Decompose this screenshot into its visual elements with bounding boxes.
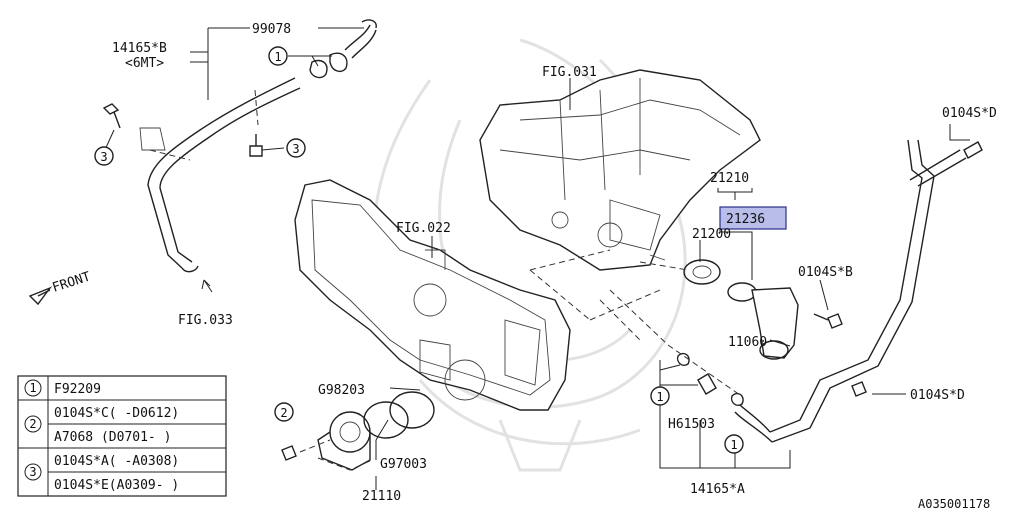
diagram-id: A035001178 [918, 497, 990, 511]
part-label-21200[interactable]: 21200 [692, 227, 731, 242]
part-label-h61503[interactable]: H61503 [668, 417, 715, 432]
fig-ref-033[interactable]: FIG.033 [178, 313, 233, 328]
legend-part-0104s-e: 0104S*E(A0309- ) [54, 478, 179, 493]
legend-row-3[interactable]: 3 0104S*A( -A0308) 0104S*E(A0309- ) [24, 454, 179, 493]
callout-1-hose-right: 1 [724, 434, 744, 454]
leader-lines [103, 27, 970, 490]
part-label-0104s-b[interactable]: 0104S*B [798, 265, 853, 280]
svg-text:3: 3 [292, 142, 299, 156]
legend-part-a7068: A7068 (D0701- ) [54, 430, 171, 445]
part-label-g98203[interactable]: G98203 [318, 383, 365, 398]
legend-ref-2: 2 [29, 417, 36, 431]
legend-row-2[interactable]: 2 0104S*C( -D0612) A7068 (D0701- ) [24, 406, 179, 445]
part-label-21210[interactable]: 21210 [710, 171, 749, 186]
part-label-14165-b[interactable]: 14165*B [112, 41, 167, 56]
part-label-99078[interactable]: 99078 [252, 22, 291, 37]
engine-block [479, 69, 761, 271]
callout-3-center: 3 [286, 138, 306, 158]
svg-text:2: 2 [280, 406, 287, 420]
front-direction-arrow: FRONT [28, 269, 93, 306]
fig-ref-031[interactable]: FIG.031 [542, 65, 597, 80]
part-label-21110[interactable]: 21110 [362, 489, 401, 504]
svg-text:1: 1 [730, 438, 737, 452]
heater-pipe-assembly [102, 19, 377, 273]
part-label-11060[interactable]: 11060 [728, 335, 767, 350]
legend-row-1[interactable]: 1 F92209 [24, 379, 101, 397]
part-label-0104s-d-top[interactable]: 0104S*D [942, 106, 997, 121]
highlight-box [719, 206, 787, 230]
part-label-g97003[interactable]: G97003 [380, 457, 427, 472]
fig-ref-022[interactable]: FIG.022 [396, 221, 451, 236]
water-pump-assembly [281, 391, 435, 471]
legend-table: 1 F92209 2 0104S*C( -D0612) A7068 (D0701… [17, 375, 227, 497]
part-label-14165-b-variant: <6MT> [125, 56, 164, 71]
callout-1-hose-left: 1 [650, 386, 670, 406]
svg-text:1: 1 [274, 50, 281, 64]
part-label-14165-a[interactable]: 14165*A [690, 482, 745, 497]
assembly-dashed-lines [529, 249, 741, 396]
thermostat-assembly [683, 259, 843, 360]
callout-1-top: 1 [268, 46, 288, 66]
legend-ref-3: 3 [29, 465, 36, 479]
part-label-21236: 21236 [726, 212, 765, 227]
legend-ref-1: 1 [29, 381, 36, 395]
callout-3-left: 3 [94, 146, 114, 166]
part-label-21236-highlighted[interactable]: 21236 [719, 206, 787, 230]
right-water-pipe [676, 139, 983, 443]
legend-part-0104s-a: 0104S*A( -A0308) [54, 454, 179, 469]
legend-part-f92209: F92209 [54, 382, 101, 397]
svg-text:1: 1 [656, 390, 663, 404]
callout-2-pump: 2 [274, 402, 294, 422]
part-label-0104s-d-bottom[interactable]: 0104S*D [910, 388, 965, 403]
svg-text:3: 3 [100, 150, 107, 164]
legend-part-0104s-c: 0104S*C( -D0612) [54, 406, 179, 421]
front-label: FRONT [51, 269, 93, 295]
